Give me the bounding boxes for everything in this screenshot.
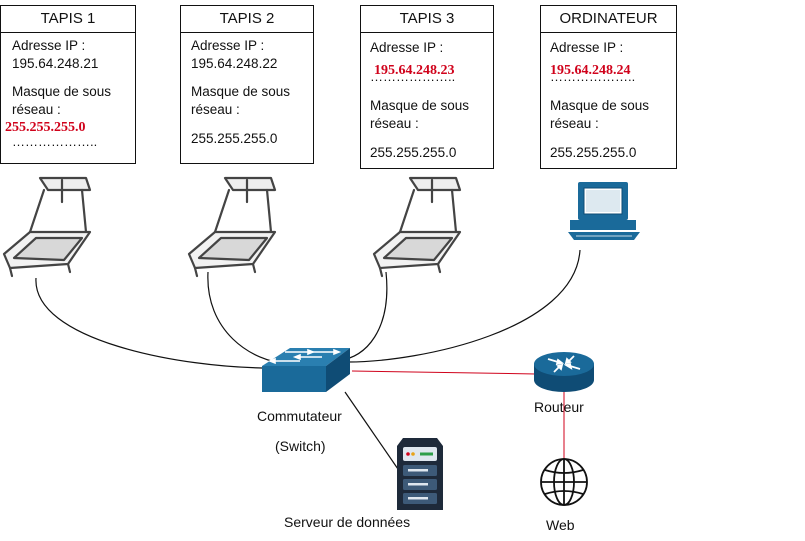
dotted-fill-line: ………………..: [550, 69, 636, 84]
switch-icon: [262, 348, 350, 392]
ip-value: 195.64.248.21: [12, 56, 99, 71]
mask-label-line1: Masque de sous: [370, 98, 470, 113]
mask-label-line2: réseau :: [191, 102, 240, 117]
mask-value: 255.255.255.0: [5, 120, 86, 135]
treadmill-icon: [372, 176, 462, 278]
treadmill-icon: [2, 176, 92, 278]
ip-label: Adresse IP :: [12, 38, 86, 53]
router-label: Routeur: [534, 399, 584, 415]
mask-label-line1: Masque de sous: [191, 84, 291, 99]
mask-label-line2: réseau :: [550, 116, 599, 131]
device-title: TAPIS 2: [180, 5, 314, 33]
web-label: Web: [546, 517, 575, 533]
cable-tapis1-switch: [35, 277, 271, 369]
computer-icon: [568, 182, 640, 240]
device-title: TAPIS 3: [360, 5, 494, 33]
cable-tapis3-switch: [339, 271, 388, 361]
mask-label-line2: réseau :: [370, 116, 419, 131]
server-label: Serveur de données: [284, 514, 411, 530]
device-card-ordinateur: [540, 6, 677, 169]
dotted-fill-line: ………………..: [370, 69, 456, 84]
mask-label-line1: Masque de sous: [12, 84, 112, 99]
ip-label: Adresse IP :: [191, 38, 265, 53]
treadmill-icon: [187, 176, 277, 278]
device-title: ORDINATEUR: [540, 5, 677, 33]
mask-label-line2: réseau :: [12, 102, 61, 117]
ip-label: Adresse IP :: [370, 40, 444, 55]
ip-value: 195.64.248.24: [550, 63, 631, 78]
cable-tapis2-switch: [207, 271, 291, 365]
dotted-fill-line: ………………..: [12, 134, 98, 149]
ip-label: Adresse IP :: [550, 40, 624, 55]
ip-value: 195.64.248.22: [191, 56, 278, 71]
mask-value: 255.255.255.0: [191, 131, 278, 146]
globe-icon: [540, 458, 588, 506]
cable-switch-server: [344, 391, 401, 473]
mask-value: 255.255.255.0: [370, 145, 457, 160]
mask-value: 255.255.255.0: [550, 145, 637, 160]
mask-label-line1: Masque de sous: [550, 98, 650, 113]
ip-value: 195.64.248.23: [374, 63, 455, 78]
device-title: TAPIS 1: [0, 5, 136, 33]
switch-label: Commutateur: [257, 408, 342, 424]
cable-computer-switch: [347, 249, 581, 363]
router-icon: [534, 352, 594, 392]
cable-switch-router: [351, 370, 537, 375]
switch-label-sub: (Switch): [275, 438, 326, 454]
server-icon: [397, 438, 443, 510]
device-card-tapis-3: [360, 6, 494, 169]
